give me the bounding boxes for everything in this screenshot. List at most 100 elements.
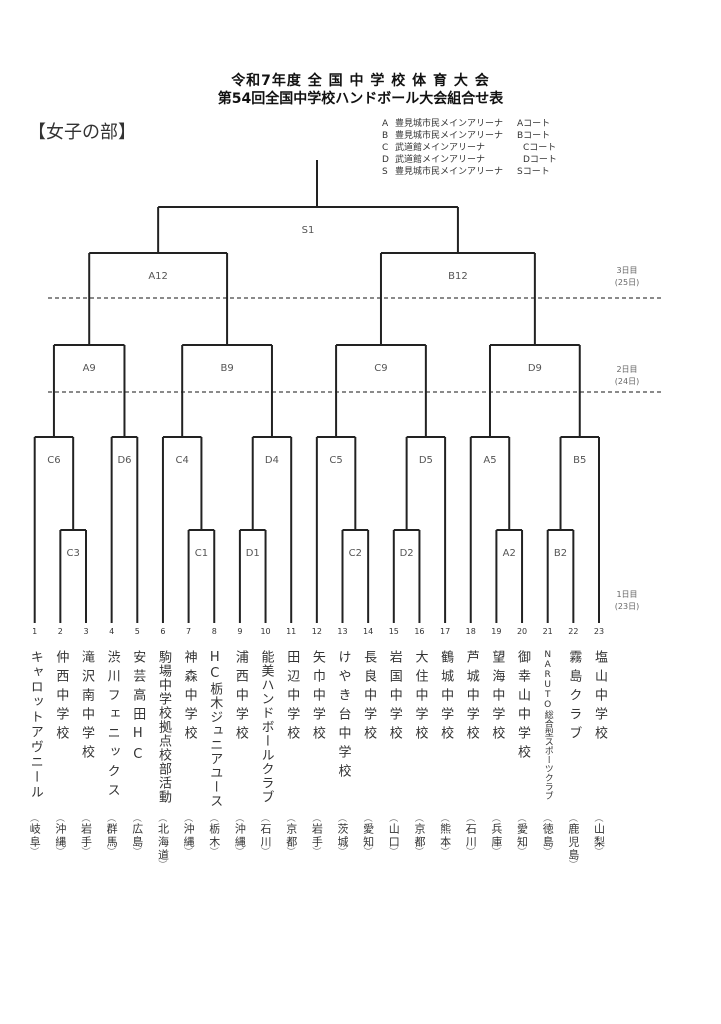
team-number: 21 [543,627,553,636]
match-label: C9 [374,363,387,374]
paren-close: ︶ [30,848,40,858]
team-number: 14 [363,627,373,636]
paren-close: ︶ [132,848,142,858]
match-label: A5 [483,455,496,466]
team-prefecture-group: ︵愛知︶ [359,815,377,858]
team-number: 16 [414,627,424,636]
paren-open: ︵ [491,814,501,824]
paren-open: ︵ [466,814,476,824]
team-name: 矢巾中学校 [309,650,325,745]
paren-close: ︶ [568,861,578,871]
team-number: 9 [237,627,242,636]
team-number: 12 [312,627,322,636]
division-label: 【女子の部】 [28,122,136,143]
team-name: けやき台中学校 [335,650,351,783]
paren-open: ︵ [337,814,347,824]
paren-close: ︶ [158,861,168,871]
team-number: 2 [58,627,63,636]
paren-open: ︵ [81,814,91,824]
team-prefecture: 鹿児島 [566,823,580,862]
legend-venue: 豊見城市民メインアリーナ [395,167,504,177]
team-prefecture-group: ︵徳島︶ [539,814,557,858]
team-number: 6 [160,627,165,636]
paren-open: ︵ [568,814,578,824]
team-number: 11 [286,627,296,636]
match-label: A2 [503,548,516,559]
team-name: 浦西中学校 [232,650,248,745]
match-label: B2 [554,548,567,559]
team-number: 19 [491,627,501,636]
paren-close: ︶ [517,848,527,858]
team-prefecture: 沖縄 [233,823,247,849]
team-number: 20 [517,627,527,636]
day-date: (24日) [614,377,640,386]
team-name: 能美ハンドボールクラブ [258,650,274,804]
team-prefecture-group: ︵岩手︶ [308,814,326,858]
match-label: C3 [66,548,79,559]
paren-open: ︵ [286,814,296,824]
paren-open: ︵ [312,814,322,824]
team-prefecture: 沖縄 [53,823,67,849]
team-prefecture-group: ︵京都︶ [282,814,300,858]
team-prefecture: 岩手 [79,823,93,849]
legend-court: Aコート [517,119,551,129]
team-name: 滝沢南中学校 [79,650,94,764]
paren-close: ︶ [286,848,296,858]
day-date: (23日) [614,602,640,611]
team-prefecture-group: ︵岩手︶ [77,814,95,858]
team-number: 15 [389,627,399,636]
team-name: NARUTO総合型スポーツクラブ [542,650,553,800]
paren-open: ︵ [30,814,40,824]
paren-close: ︶ [235,848,245,858]
paren-close: ︶ [184,848,194,858]
paren-close: ︶ [543,848,553,858]
paren-open: ︵ [594,814,604,824]
match-label: D9 [528,363,542,374]
team-prefecture-group: ︵鹿児島︶ [564,814,582,871]
team-name: 長良中学校 [361,650,377,745]
match-label: C4 [176,455,189,466]
match-label: C2 [349,548,362,559]
team-prefecture: 山口 [387,823,401,849]
paren-close: ︶ [414,848,424,858]
team-prefecture: 岩手 [310,823,324,849]
team-number: 7 [186,627,191,636]
team-name: HC栃木ジュニアユース [207,650,223,808]
match-label: D4 [265,455,279,466]
team-number: 13 [337,627,347,636]
paren-open: ︵ [235,814,245,824]
paren-open: ︵ [107,814,117,824]
match-label: C6 [47,455,60,466]
paren-open: ︵ [414,814,424,824]
team-prefecture-group: ︵岐阜︶ [26,814,44,858]
team-prefecture-group: ︵兵庫︶ [487,814,505,858]
paren-close: ︶ [261,848,271,858]
team-name: 御幸山中学校 [515,650,531,764]
team-prefecture: 石川 [464,823,478,849]
legend-venue: 武道館メインアリーナ [395,155,486,165]
paren-close: ︶ [440,848,450,858]
match-label: A12 [148,271,168,282]
team-prefecture: 兵庫 [489,823,503,849]
team-number: 23 [594,627,604,636]
team-number: 22 [568,627,578,636]
paren-close: ︶ [107,848,117,858]
team-name: 神森中学校 [181,650,197,745]
paren-open: ︵ [543,814,553,824]
match-label: D1 [246,548,260,559]
legend-venue: 武道館メインアリーナ [395,143,486,153]
paren-open: ︵ [389,814,399,824]
day-number: 1日目 [616,590,638,599]
match-label: D5 [419,455,433,466]
team-prefecture: 広島 [130,823,144,849]
team-number: 1 [32,627,37,636]
team-prefecture: 群馬 [105,823,119,849]
legend-key: B [382,131,389,141]
team-prefecture: 茨城 [336,823,349,849]
legend-venue: 豊見城市民メインアリーナ [395,119,504,129]
